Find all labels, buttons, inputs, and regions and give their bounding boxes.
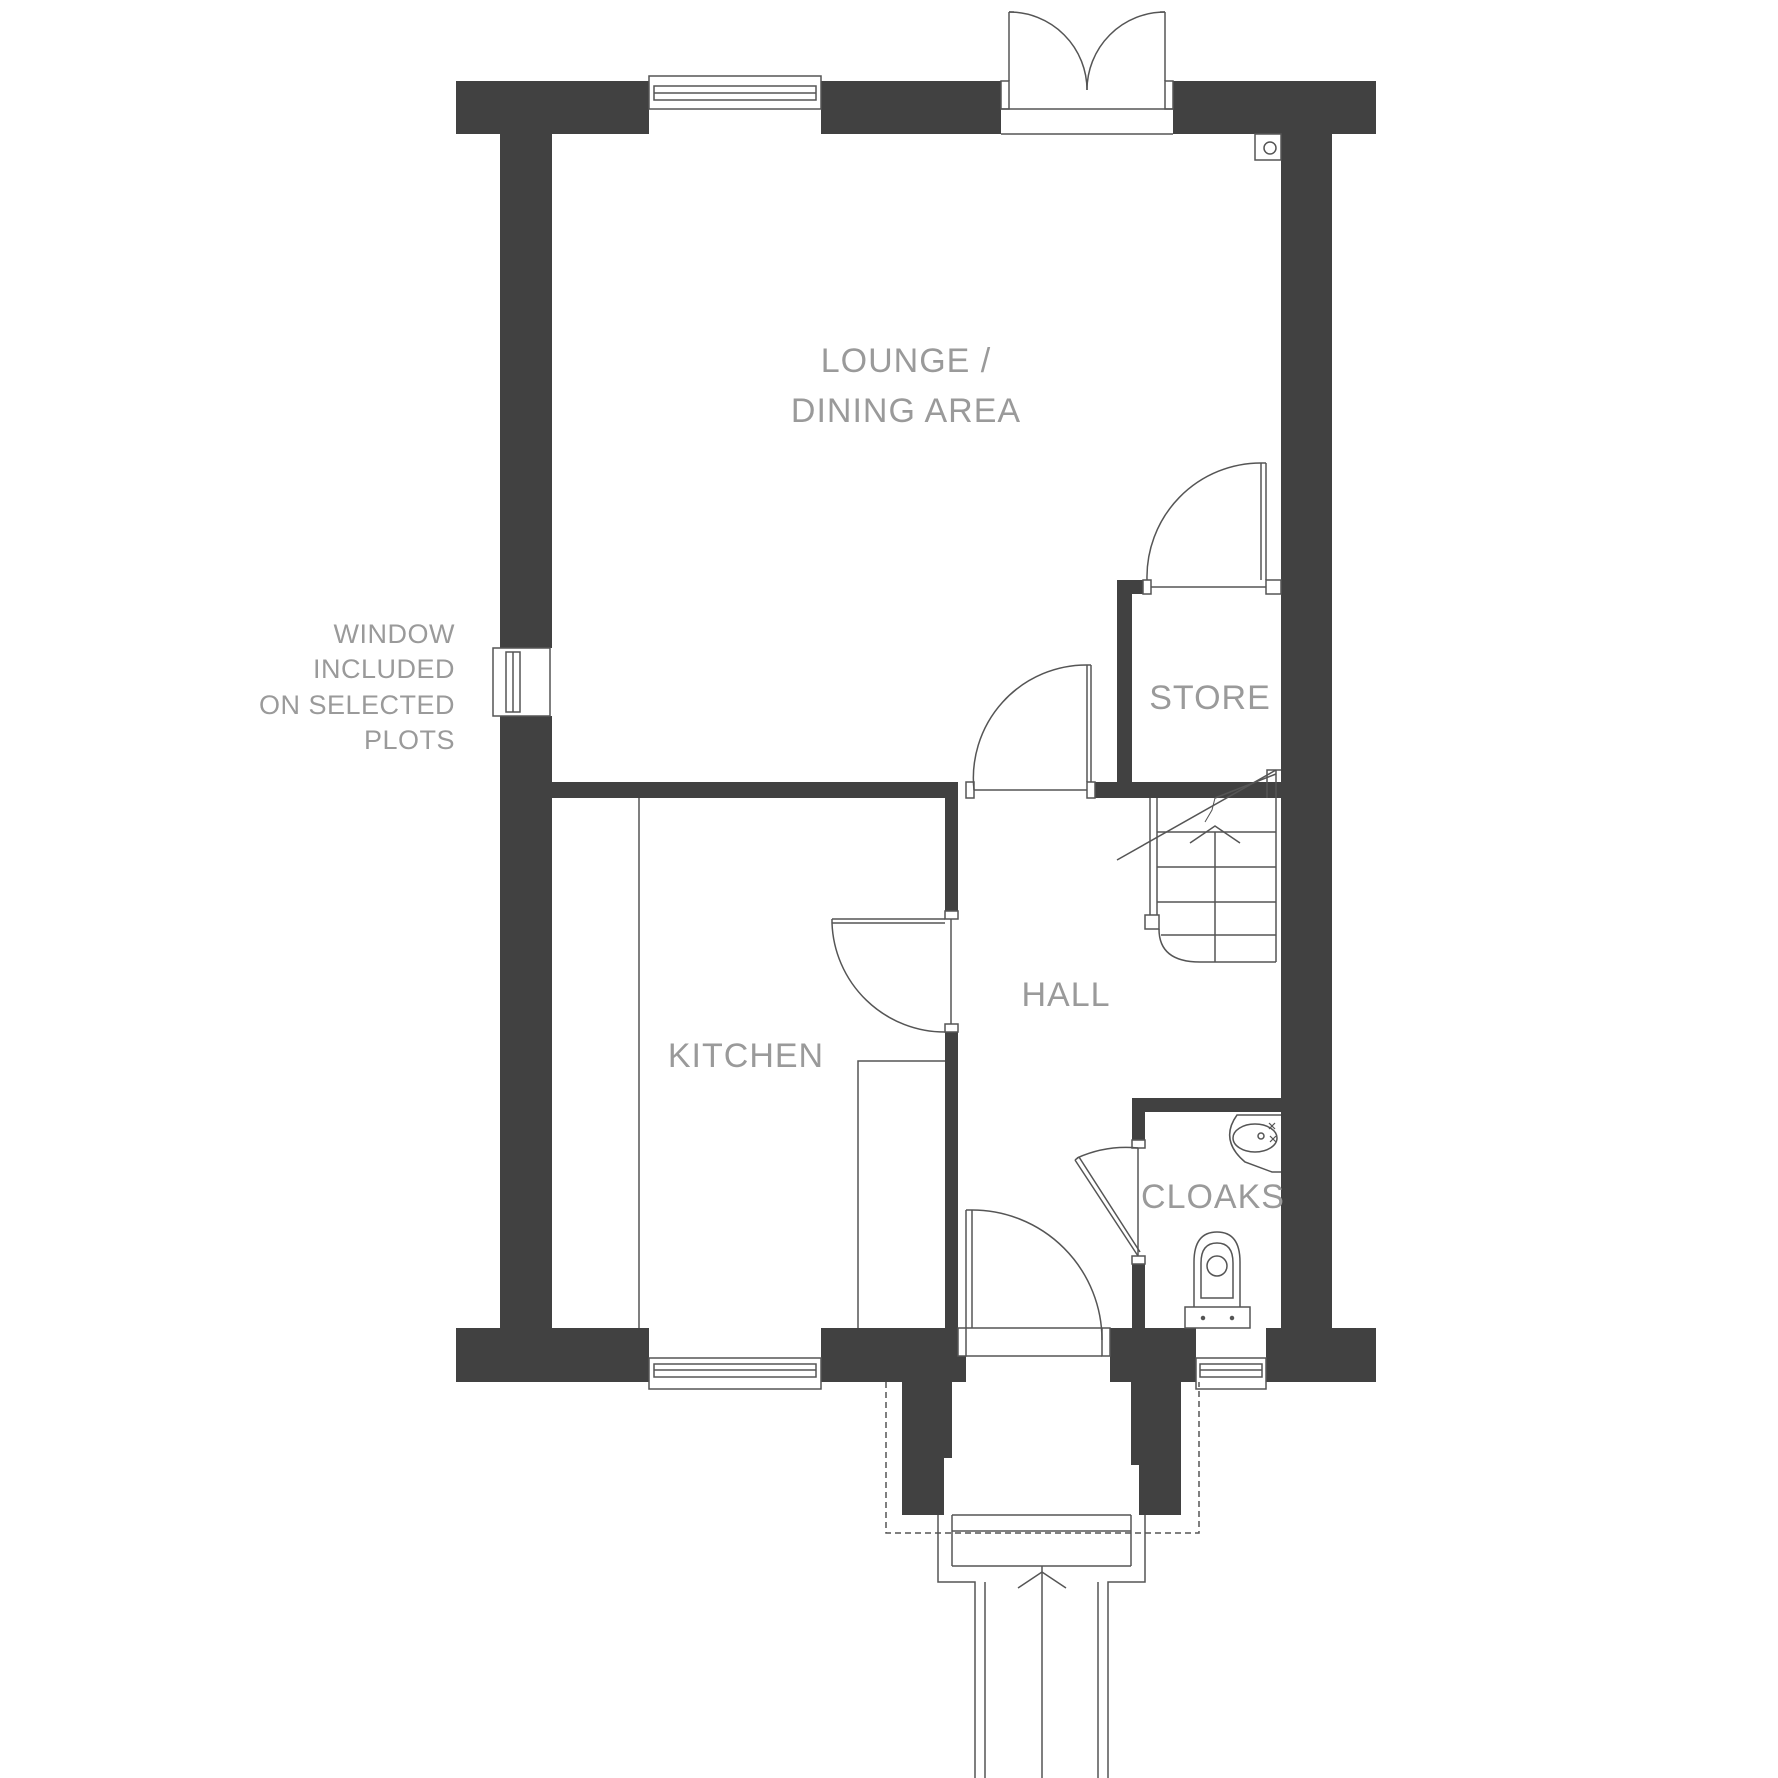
wc xyxy=(1184,1231,1251,1329)
door-lounge xyxy=(965,664,1096,799)
room-label-lounge-line2: DINING AREA xyxy=(791,392,1021,430)
room-label-store: STORE xyxy=(1149,679,1271,717)
top-wall-middle xyxy=(821,81,1001,134)
french-doors xyxy=(1000,11,1174,135)
top-wall-right xyxy=(1173,81,1376,134)
porch-wall-left-nib xyxy=(944,1382,952,1458)
porch-wall-right-nib xyxy=(1131,1382,1139,1465)
worktop-edge-right xyxy=(857,1060,945,1328)
kitchen-units xyxy=(638,798,945,1328)
window-note: WINDOW INCLUDED ON SELECTED PLOTS xyxy=(259,619,455,755)
note-line-4: PLOTS xyxy=(364,725,455,755)
store-wall-top-stub xyxy=(1117,580,1143,594)
bottom-wall-left xyxy=(456,1328,649,1382)
cloaks-fixtures xyxy=(1184,1114,1281,1329)
top-wall-left xyxy=(456,81,649,134)
room-label-hall: HALL xyxy=(1021,976,1110,1014)
partition-kitchen-hall-lower xyxy=(945,1032,958,1328)
left-wall-upper xyxy=(500,134,552,648)
doors xyxy=(831,462,1282,1357)
cloaks-wall-left-lower xyxy=(1132,1264,1145,1328)
cloaks-wall-left-upper xyxy=(1132,1098,1145,1140)
partition-lounge-kitchen xyxy=(552,782,958,798)
store-wall-left xyxy=(1117,580,1132,782)
boiler-flue xyxy=(1254,133,1282,161)
door-kitchen xyxy=(831,910,959,1033)
note-line-3: ON SELECTED xyxy=(259,690,455,720)
entrance-path xyxy=(937,1515,1146,1778)
cloaks-wall-top xyxy=(1132,1098,1281,1112)
bottom-wall-middle xyxy=(821,1328,966,1382)
door-cloaks xyxy=(1074,1139,1146,1265)
staircase xyxy=(1116,769,1281,963)
window-optional-side xyxy=(492,647,551,717)
canopy-outline xyxy=(885,1382,1200,1534)
window-bottom-left xyxy=(648,1357,822,1390)
left-wall-lower xyxy=(500,716,552,1328)
basin xyxy=(1228,1114,1281,1173)
room-labels: LOUNGE / DINING AREA STORE HALL KITCHEN … xyxy=(668,342,1285,1216)
room-label-kitchen: KITCHEN xyxy=(668,1037,824,1075)
note-line-2: INCLUDED xyxy=(313,654,455,684)
right-wall xyxy=(1281,134,1332,1328)
partition-lounge-stairs xyxy=(1095,782,1281,798)
door-front xyxy=(957,1209,1111,1357)
room-label-cloaks: CLOAKS xyxy=(1141,1178,1285,1216)
walls xyxy=(456,81,1376,1515)
partition-kitchen-hall-upper xyxy=(945,798,958,911)
bottom-wall-right xyxy=(1266,1328,1376,1382)
room-label-lounge-line1: LOUNGE / xyxy=(821,342,991,380)
porch-wall-right xyxy=(1139,1382,1181,1515)
porch-wall-left xyxy=(902,1382,944,1515)
window-top-left xyxy=(648,75,822,110)
bottom-wall-right-inner xyxy=(1110,1328,1196,1382)
door-store xyxy=(1142,462,1282,595)
window-cloaks xyxy=(1195,1357,1267,1390)
windows xyxy=(492,75,1267,1390)
note-line-1: WINDOW xyxy=(334,619,455,649)
porch-canopy xyxy=(885,1382,1200,1566)
